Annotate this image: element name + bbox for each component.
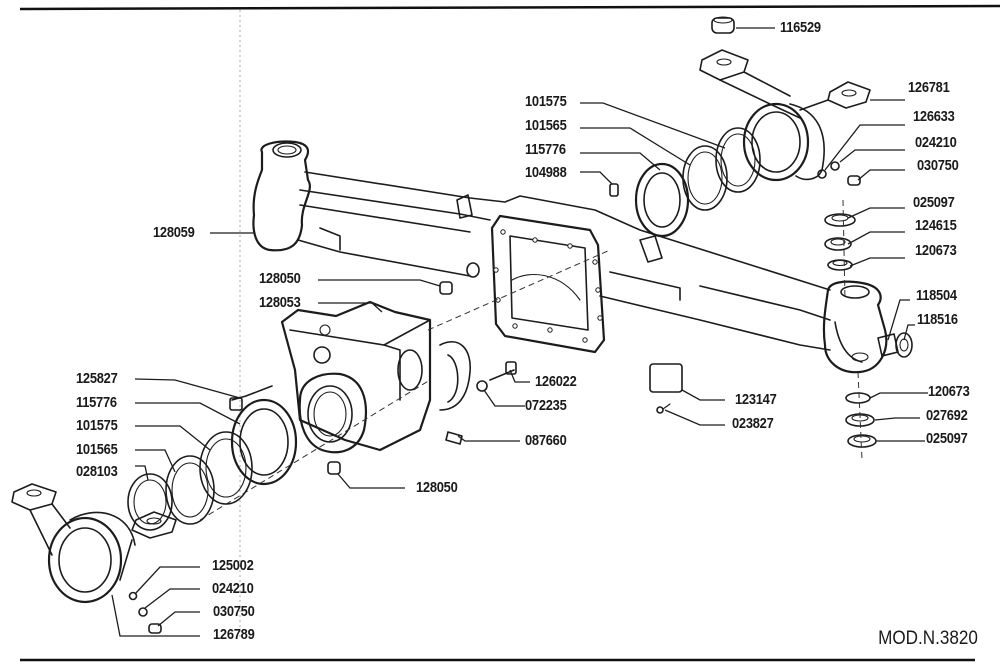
part-label: 104988 xyxy=(525,164,567,181)
part-label: 025097 xyxy=(926,430,968,447)
part-label: 030750 xyxy=(213,603,255,620)
part-label: 087660 xyxy=(525,432,567,449)
top-border-line xyxy=(19,4,1000,11)
part-label: 126022 xyxy=(535,373,577,390)
part-label: 027692 xyxy=(926,407,968,424)
part-label: 123147 xyxy=(735,391,777,408)
part-label: 128050 xyxy=(259,270,301,287)
part-label: 072235 xyxy=(525,397,567,414)
part-label: 128059 xyxy=(153,224,195,241)
part-label: 118516 xyxy=(917,311,958,328)
part-label: 120673 xyxy=(915,242,957,259)
cover-plate xyxy=(649,363,683,393)
part-label: 126781 xyxy=(908,79,950,96)
right-lower-bearing-stack xyxy=(845,371,877,461)
part-label: 024210 xyxy=(915,134,957,151)
part-label: 128053 xyxy=(259,294,301,311)
part-label: 101565 xyxy=(525,117,567,134)
part-label: 101575 xyxy=(76,417,118,434)
part-label: 126633 xyxy=(913,108,955,125)
upper-right-bearing-rings xyxy=(609,127,761,238)
part-label: 126789 xyxy=(213,626,255,643)
part-label: 028103 xyxy=(76,463,118,480)
leader-lines xyxy=(111,27,928,637)
right-upper-bearing-stack xyxy=(824,199,856,301)
part-label: 025097 xyxy=(913,194,955,211)
part-label: 115776 xyxy=(76,394,117,411)
part-label: 116529 xyxy=(780,19,821,36)
part-label: 118504 xyxy=(916,287,957,304)
lower-left-swivel-yoke xyxy=(11,483,177,634)
part-label: 125002 xyxy=(212,557,254,574)
part-label: 115776 xyxy=(525,141,566,158)
part-label: 024210 xyxy=(212,580,254,597)
part-label: 030750 xyxy=(917,157,959,174)
part-label: 120673 xyxy=(928,383,970,400)
left-bearing-rings xyxy=(127,398,298,531)
differential-carrier xyxy=(199,249,611,521)
axle-housing xyxy=(252,140,913,374)
part-label: 023827 xyxy=(732,415,774,432)
part-label: 125827 xyxy=(76,370,118,387)
fasteners xyxy=(229,281,683,475)
part-label: 124615 xyxy=(915,217,957,234)
upper-right-swivel-yoke xyxy=(699,16,871,186)
model-code: MOD.N.3820 xyxy=(878,628,978,649)
part-label: 101565 xyxy=(76,441,118,458)
part-label: 101575 xyxy=(525,93,567,110)
part-label: 128050 xyxy=(416,479,458,496)
